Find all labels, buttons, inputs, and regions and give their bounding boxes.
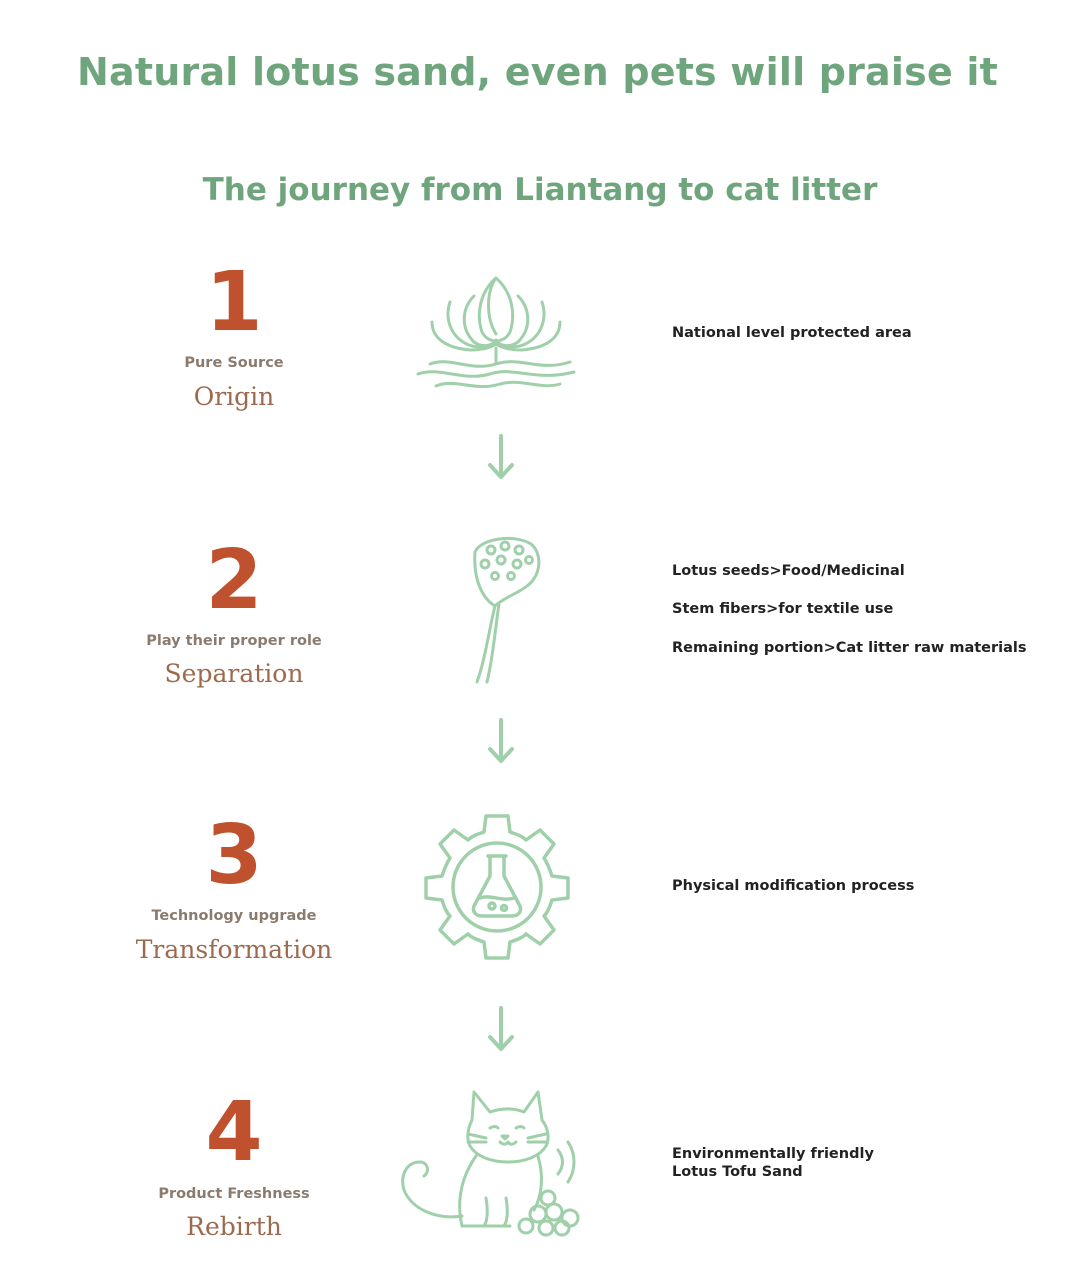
step-description: Physical modification process <box>672 877 914 895</box>
arrow-down-icon <box>484 714 518 768</box>
step-desc-line: Environmentally friendly <box>672 1146 874 1162</box>
step-number: 4 <box>205 1085 263 1180</box>
step-tag: Technology upgrade <box>151 908 317 924</box>
step-desc-line: Physical modification process <box>672 878 915 894</box>
step-number: 1 <box>205 255 263 350</box>
page-subtitle: The journey from Liantang to cat litter <box>202 172 878 208</box>
step-description: Environmentally friendly Lotus Tofu Sand <box>672 1145 874 1181</box>
step-word: Rebirth <box>186 1212 282 1241</box>
step-tag: Pure Source <box>184 355 284 371</box>
step-word: Origin <box>193 382 275 411</box>
step-description: National level protected area <box>672 324 912 342</box>
page-title: Natural lotus sand, even pets will prais… <box>77 50 998 94</box>
step-number: 2 <box>205 533 263 628</box>
step-desc-line: Stem fibers>for textile use <box>672 601 894 617</box>
cat-icon <box>398 1086 592 1238</box>
step-tag: Product Freshness <box>158 1186 310 1202</box>
arrow-down-icon <box>484 1002 518 1056</box>
step-number: 3 <box>205 808 263 903</box>
arrow-down-icon <box>484 430 518 484</box>
step-tag: Play their proper role <box>146 633 322 649</box>
step-desc-line: Lotus seeds>Food/Medicinal <box>672 563 905 579</box>
step-description: Lotus seeds>Food/Medicinal Stem fibers>f… <box>672 562 1027 657</box>
lotus-flower-icon <box>410 262 580 402</box>
step-word: Separation <box>164 659 304 688</box>
step-desc-line: Lotus Tofu Sand <box>672 1164 803 1180</box>
step-desc-line: National level protected area <box>672 325 912 341</box>
step-desc-line: Remaining portion>Cat litter raw materia… <box>672 640 1027 656</box>
lotus-seedpod-icon <box>455 530 550 690</box>
gear-flask-icon <box>420 810 574 964</box>
step-word: Transformation <box>135 935 333 964</box>
